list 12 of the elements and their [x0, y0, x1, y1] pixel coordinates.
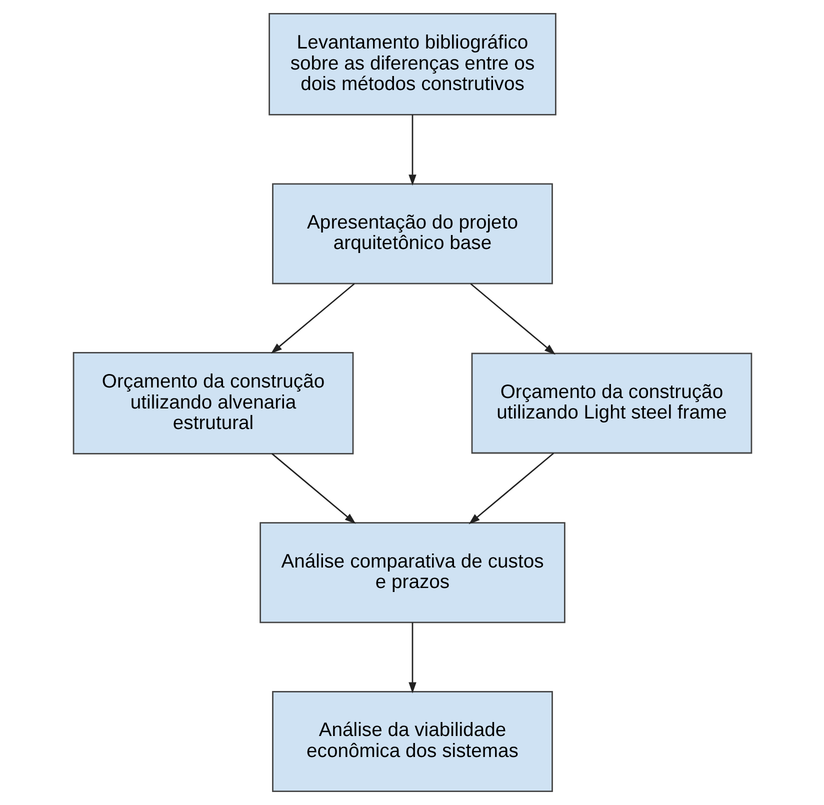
node-box: Levantamento bibliográfico sobre as diferenças entre os dois métodos construtivos: [268, 13, 556, 116]
node-box: Análise comparativa de custos e prazos: [259, 522, 565, 624]
arrow: [468, 452, 554, 524]
arrow: [408, 622, 416, 694]
arrow: [270, 283, 354, 354]
arrow: [470, 283, 555, 355]
node-box: Apresentação do projeto arquitetônico base: [272, 183, 552, 284]
node-box: Orçamento da construção utilizando alvenaria estrutural: [72, 352, 354, 454]
node-box: Análise da viabilidade econômica dos sistemas: [272, 690, 552, 792]
arrow: [271, 453, 356, 524]
arrow: [408, 114, 416, 186]
node-box: Orçamento da construção utilizando Light steel frame: [470, 352, 752, 454]
